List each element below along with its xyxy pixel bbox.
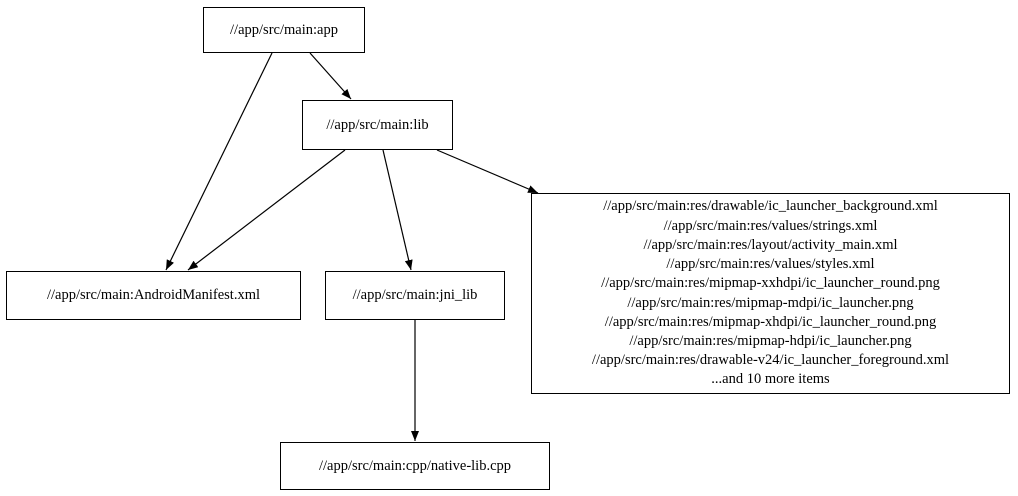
res-file-line: //app/src/main:res/layout/activity_main.… <box>643 236 898 253</box>
node-res-files: //app/src/main:res/drawable/ic_launcher_… <box>531 193 1010 394</box>
res-file-line: //app/src/main:res/drawable/ic_launcher_… <box>603 198 938 215</box>
node-native-lib-cpp-label: //app/src/main:cpp/native-lib.cpp <box>318 457 512 474</box>
node-app: //app/src/main:app <box>203 7 365 53</box>
res-file-line: //app/src/main:res/mipmap-hdpi/ic_launch… <box>629 332 912 349</box>
edge-app-to-android-manifest <box>165 52 273 271</box>
res-file-line: //app/src/main:res/values/styles.xml <box>666 256 875 273</box>
node-android-manifest-label: //app/src/main:AndroidManifest.xml <box>46 287 261 303</box>
node-lib: //app/src/main:lib <box>302 100 453 150</box>
res-file-line: //app/src/main:res/mipmap-xxhdpi/ic_laun… <box>601 275 940 292</box>
edge-lib-to-android-manifest <box>187 149 346 271</box>
edge-lib-to-res-files <box>436 149 539 194</box>
node-native-lib-cpp: //app/src/main:cpp/native-lib.cpp <box>280 442 550 490</box>
res-file-line: //app/src/main:res/mipmap-xhdpi/ic_launc… <box>604 313 937 330</box>
edge-app-to-lib <box>309 52 352 100</box>
res-file-line: //app/src/main:res/drawable-v24/ic_launc… <box>591 352 950 369</box>
res-more-items-line: ...and 10 more items <box>711 371 830 388</box>
node-lib-label: //app/src/main:lib <box>326 116 429 133</box>
res-file-line: //app/src/main:res/mipmap-mdpi/ic_launch… <box>627 294 914 311</box>
res-file-line: //app/src/main:res/values/strings.xml <box>663 217 878 234</box>
node-app-label: //app/src/main:app <box>230 21 338 38</box>
node-jni-lib-label: //app/src/main:jni_lib <box>352 287 478 303</box>
node-android-manifest: //app/src/main:AndroidManifest.xml <box>6 271 301 320</box>
edge-lib-to-jni-lib <box>382 149 413 271</box>
node-jni-lib: //app/src/main:jni_lib <box>325 271 505 320</box>
